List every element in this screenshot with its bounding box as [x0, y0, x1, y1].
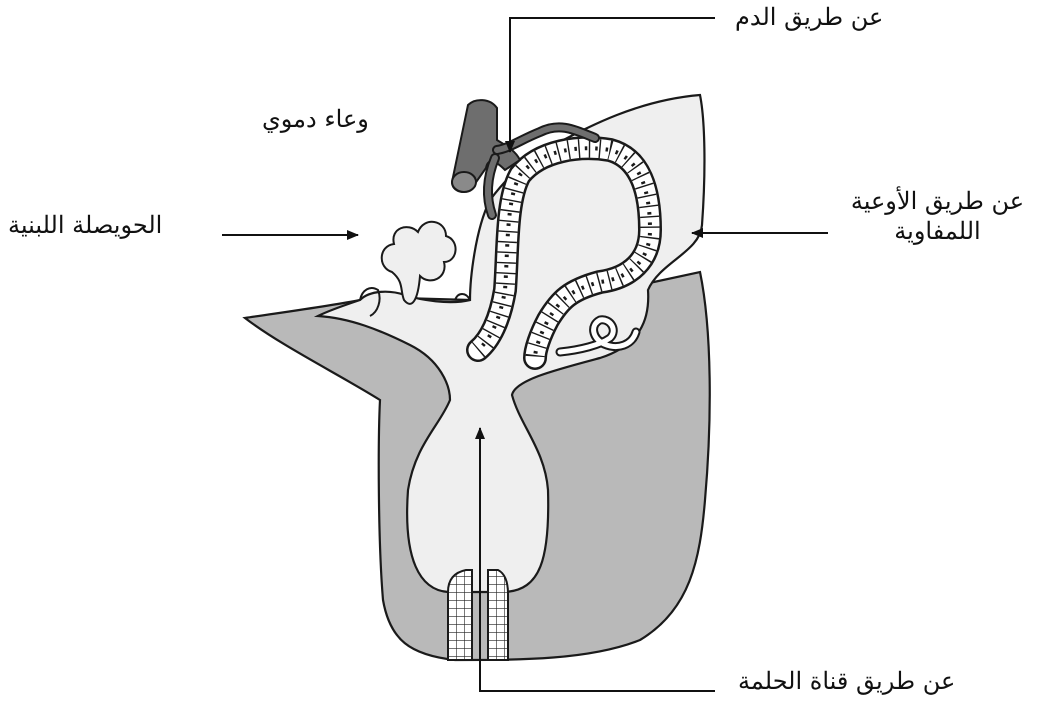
- label-lymph-route: عن طريق الأوعية اللمفاوية: [830, 186, 1045, 246]
- nipple-duct-right: [488, 570, 508, 660]
- blood-vessel-opening: [452, 172, 476, 192]
- label-blood-vessel: وعاء دموي: [262, 104, 369, 134]
- label-lymph-route-line1: عن طريق الأوعية: [830, 186, 1045, 216]
- nipple-duct-left: [448, 570, 472, 660]
- label-duct-route: عن طريق قناة الحلمة: [738, 666, 955, 696]
- label-alveolus: الحويصلة اللبنية: [8, 210, 162, 240]
- label-lymph-route-line2: اللمفاوية: [830, 216, 1045, 246]
- label-blood-route: عن طريق الدم: [735, 2, 883, 32]
